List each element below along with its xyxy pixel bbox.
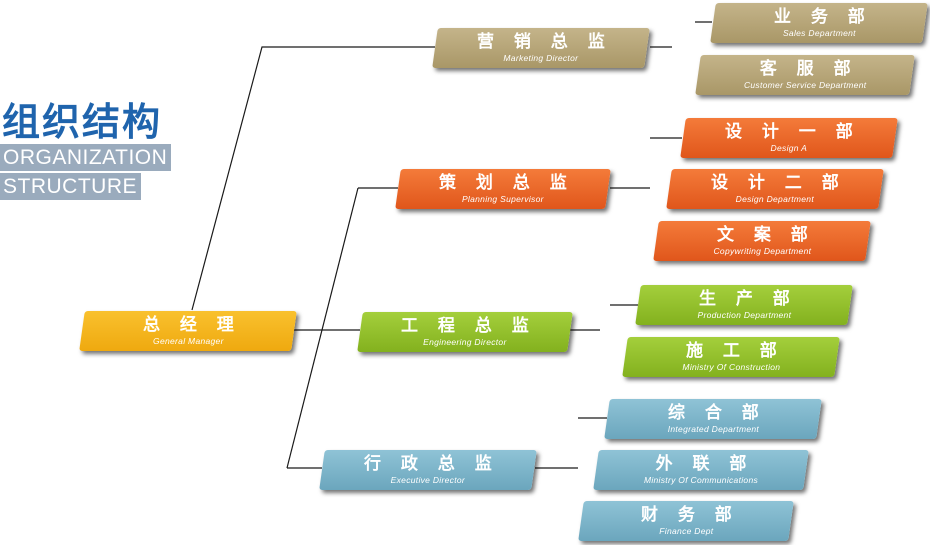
node-label-en: Integrated Department bbox=[667, 423, 759, 434]
node-label-en: Production Department bbox=[697, 309, 791, 320]
node-label-cn: 客 服 部 bbox=[759, 58, 858, 79]
node-label-cn: 财 务 部 bbox=[640, 504, 739, 525]
connector-spine bbox=[286, 187, 359, 469]
node-label-en: Design Department bbox=[735, 193, 815, 204]
page-subtitle-line2: STRUCTURE bbox=[0, 173, 141, 200]
node-label-cn: 营 销 总 监 bbox=[477, 31, 612, 52]
node-label-en: Ministry Of Communications bbox=[643, 474, 759, 485]
node-label-cn: 行 政 总 监 bbox=[364, 453, 499, 474]
node-label-cn: 外 联 部 bbox=[655, 453, 754, 474]
node-label-en: Sales Department bbox=[782, 27, 856, 38]
node-label-en: Design A bbox=[770, 142, 808, 153]
node-label-cn: 生 产 部 bbox=[698, 288, 797, 309]
page-title: 组织结构 bbox=[2, 100, 163, 144]
node-label-cn: 总 经 理 bbox=[142, 314, 241, 335]
node-label-cn: 工 程 总 监 bbox=[401, 315, 536, 336]
node-label-en: Planning Supervisor bbox=[462, 193, 544, 204]
node-label-cn: 业 务 部 bbox=[773, 6, 872, 27]
node-label-cn: 施 工 部 bbox=[685, 340, 784, 361]
node-label-cn: 策 划 总 监 bbox=[439, 172, 574, 193]
node-label-en: Finance Dept bbox=[658, 525, 714, 536]
node-label-en: Marketing Director bbox=[503, 52, 579, 63]
node-label-en: Customer Service Department bbox=[743, 79, 867, 90]
page-subtitle-line1: ORGANIZATION bbox=[0, 144, 172, 171]
node-label-cn: 文 案 部 bbox=[716, 224, 815, 245]
node-label-en: Copywriting Department bbox=[713, 245, 811, 256]
node-label-en: General Manager bbox=[152, 335, 224, 346]
node-label-cn: 设 计 一 部 bbox=[725, 121, 860, 142]
node-label-cn: 综 合 部 bbox=[667, 402, 766, 423]
connector-root-marketing bbox=[191, 46, 435, 311]
node-label-en: Ministry Of Construction bbox=[682, 361, 780, 372]
node-label-cn: 设 计 二 部 bbox=[711, 172, 846, 193]
node-label-en: Executive Director bbox=[390, 474, 466, 485]
node-label-en: Engineering Director bbox=[423, 336, 507, 347]
